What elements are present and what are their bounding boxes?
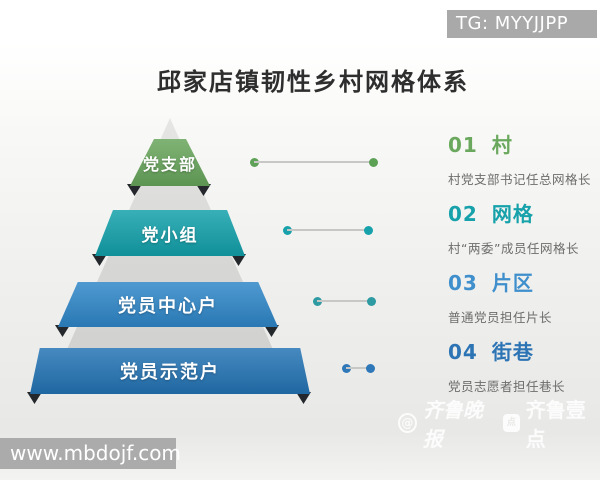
- connector-dot: [366, 364, 375, 373]
- connector-dot: [364, 226, 373, 235]
- level-item-1-desc: 村党支部书记任总网格长: [448, 172, 592, 187]
- level-name: 片区: [491, 271, 534, 295]
- connector-rule: [287, 229, 369, 231]
- connector-line-3: [313, 297, 376, 306]
- connector-rule: [346, 367, 371, 369]
- level-item-2-desc: 村“两委”成员任网格长: [448, 241, 579, 256]
- level-item-3: 03 片区 普通党员担任片长: [448, 272, 598, 326]
- level-number: 04: [448, 340, 478, 364]
- brand-app-icon: 点: [503, 414, 520, 432]
- pyramid-level-1: 党支部: [130, 139, 210, 186]
- brand-app-name: 齐鲁壹点: [525, 398, 586, 451]
- pyramid-level-4: 党员示范户: [30, 348, 310, 394]
- pyramid-level-2-label: 党小组: [141, 225, 199, 246]
- level-item-4: 04 街巷 党员志愿者担任巷长: [448, 341, 598, 395]
- pyramid-level-3-label: 党员中心户: [118, 295, 218, 317]
- brand-paper-name: 齐鲁晚报: [422, 398, 483, 451]
- pyramid-level-2: 党小组: [95, 210, 245, 256]
- telegram-watermark: TG: MYYJJPP: [447, 10, 597, 38]
- level-name: 街巷: [491, 340, 534, 364]
- level-item-4-header: 04 街巷: [448, 341, 598, 363]
- connector-line-2: [283, 226, 373, 235]
- connector-line-1: [250, 158, 378, 167]
- level-item-3-desc: 普通党员担任片长: [448, 310, 553, 325]
- level-item-4-desc: 党员志愿者担任巷长: [448, 379, 566, 394]
- connector-dot: [369, 158, 378, 167]
- site-watermark: www.mbdojf.com: [0, 438, 181, 469]
- pyramid-level-1-label: 党支部: [142, 154, 197, 174]
- level-number: 03: [448, 271, 478, 295]
- level-item-3-header: 03 片区: [448, 272, 598, 294]
- level-name: 网格: [491, 202, 534, 226]
- pyramid-level-4-label: 党员示范户: [120, 362, 220, 383]
- connector-dot: [367, 297, 376, 306]
- level-item-1-header: 01 村: [448, 134, 598, 156]
- brand-circle-icon: @: [398, 413, 417, 433]
- level-item-1: 01 村 村党支部书记任总网格长: [448, 134, 598, 188]
- level-name: 村: [491, 133, 513, 157]
- level-number: 01: [448, 133, 478, 157]
- page-title: 邱家店镇韧性乡村网格体系: [157, 68, 469, 96]
- pyramid-level-3: 党员中心户: [58, 282, 278, 327]
- level-item-2: 02 网格 村“两委”成员任网格长: [448, 203, 598, 257]
- connector-rule: [254, 161, 374, 163]
- level-item-2-header: 02 网格: [448, 203, 598, 225]
- brand-watermark: @ 齐鲁晚报 点 齐鲁壹点: [398, 394, 600, 452]
- connector-rule: [317, 300, 372, 302]
- connector-line-4: [342, 364, 375, 373]
- level-number: 02: [448, 202, 478, 226]
